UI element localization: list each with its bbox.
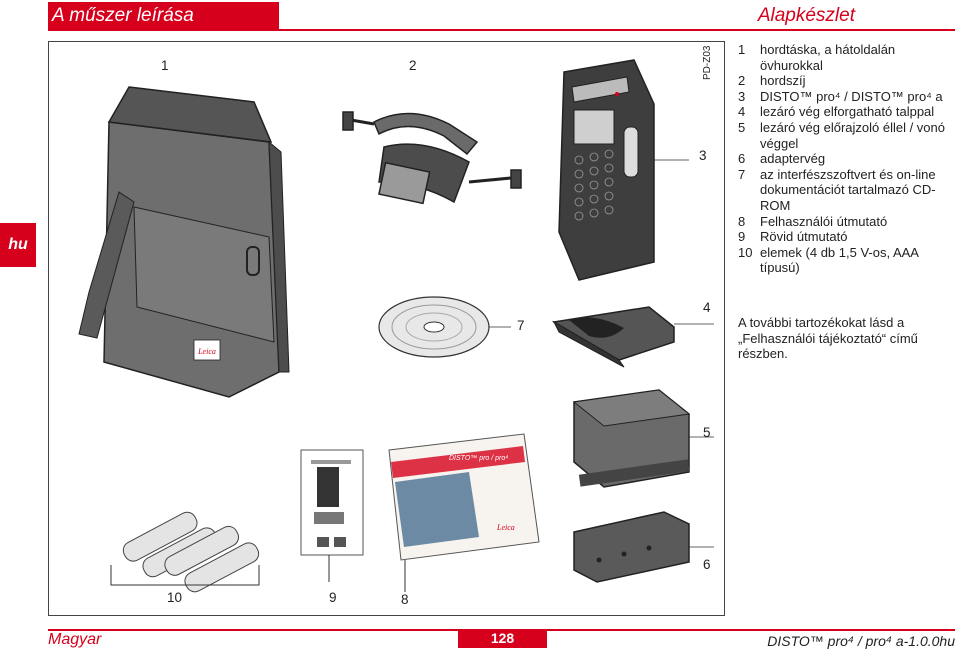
- svg-text:DISTO™ pro / pro⁴: DISTO™ pro / pro⁴: [449, 455, 508, 462]
- disto-device-illustration: [558, 59, 655, 281]
- callout-7: 7: [517, 318, 525, 333]
- kit-illustration: Leica: [78, 59, 714, 593]
- callout-3: 3: [699, 148, 707, 163]
- callout-8: 8: [401, 592, 409, 607]
- accessories-note: A további tartozékokat lásd a „Felhaszná…: [738, 315, 918, 362]
- svg-text:Leica: Leica: [197, 347, 216, 356]
- page-title: Alapkészlet: [757, 5, 855, 26]
- page-number: 128: [458, 629, 547, 648]
- callout-1: 1: [161, 58, 169, 73]
- batteries-illustration: [110, 511, 260, 593]
- adapter-end-illustration: [573, 511, 690, 583]
- end-piece-scriber-illustration: [572, 389, 691, 488]
- callout-2: 2: [409, 58, 417, 73]
- language-tab: hu: [0, 223, 36, 267]
- figure-code: PD-Z03: [702, 45, 713, 80]
- callout-6: 6: [703, 557, 711, 572]
- callout-10: 10: [167, 590, 183, 605]
- section-title: A műszer leírása: [48, 2, 279, 29]
- footer-language: Magyar: [48, 631, 102, 648]
- user-manual-illustration: DISTO™ pro / pro⁴ Leica: [388, 433, 540, 592]
- carrying-strap-illustration: [342, 111, 522, 205]
- end-piece-foot-illustration: [551, 306, 675, 368]
- callout-9: 9: [329, 590, 337, 605]
- leader-lines: [489, 159, 714, 548]
- document-id: DISTO™ pro⁴ / pro⁴ a-1.0.0hu: [767, 633, 955, 649]
- callout-4: 4: [703, 300, 711, 315]
- svg-text:Leica: Leica: [496, 523, 515, 532]
- cd-rom-illustration: [378, 296, 490, 358]
- standard-kit-figure: Leica: [48, 41, 725, 616]
- header-rule: [48, 29, 955, 31]
- callout-5: 5: [703, 425, 711, 440]
- carrying-bag-illustration: Leica: [78, 86, 290, 398]
- quick-guide-illustration: [300, 449, 364, 582]
